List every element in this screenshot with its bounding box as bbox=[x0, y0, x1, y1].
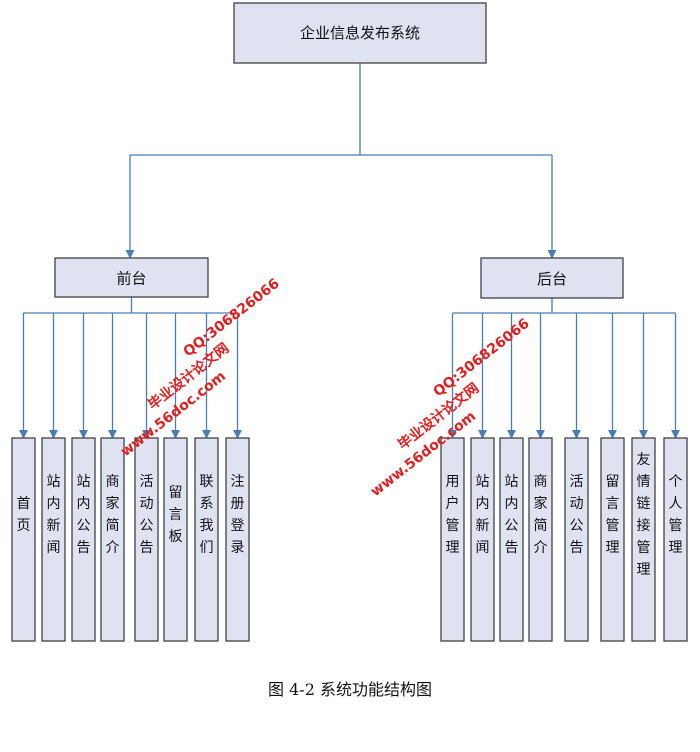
leaf-label: 留言板 bbox=[169, 485, 183, 545]
leaf-label: 站内公告 bbox=[77, 474, 91, 556]
root-box bbox=[233, 2, 487, 64]
leaf-box bbox=[470, 437, 495, 642]
root-label: 企业信息发布系统 bbox=[300, 24, 420, 42]
figure-caption: 图 4-2 系统功能结构图 bbox=[268, 680, 432, 699]
watermark-qq: QQ:306826066 bbox=[431, 316, 533, 401]
leaf-label: 联系我们 bbox=[200, 474, 214, 556]
leaf-box bbox=[600, 437, 625, 642]
leaf-box bbox=[163, 437, 188, 642]
leaf-label: 个人管理 bbox=[669, 474, 683, 556]
leaf-box bbox=[134, 437, 159, 642]
leaf-label: 友情链接管理 bbox=[637, 452, 651, 578]
leaf-box bbox=[528, 437, 553, 642]
leaf-box bbox=[631, 437, 656, 642]
leaf-label: 站内公告 bbox=[505, 474, 519, 556]
leaf-box bbox=[194, 437, 219, 642]
leaf-box bbox=[11, 437, 36, 642]
leaf-label: 用户管理 bbox=[446, 474, 460, 556]
branch-label-frontend: 前台 bbox=[116, 270, 146, 288]
connector-lines bbox=[18, 63, 681, 439]
leaf-box bbox=[440, 437, 465, 642]
leaf-box bbox=[663, 437, 688, 642]
leaf-box bbox=[499, 437, 524, 642]
leaf-label: 商家简介 bbox=[106, 474, 120, 556]
leaf-box bbox=[100, 437, 125, 642]
leaf-label: 站内新闻 bbox=[47, 474, 61, 556]
leaf-box bbox=[225, 437, 250, 642]
leaf-label: 站内新闻 bbox=[476, 474, 490, 556]
leaf-label: 留言管理 bbox=[606, 474, 620, 556]
branch-label-backend: 后台 bbox=[537, 270, 567, 288]
leaf-box bbox=[71, 437, 96, 642]
branch-box-frontend bbox=[54, 257, 209, 298]
leaf-label: 活动公告 bbox=[570, 474, 584, 556]
leaf-label: 首页 bbox=[17, 496, 31, 534]
leaf-label: 活动公告 bbox=[140, 474, 154, 556]
leaf-box bbox=[564, 437, 589, 642]
leaf-box bbox=[41, 437, 66, 642]
branch-box-backend bbox=[480, 257, 624, 299]
leaf-label: 注册登录 bbox=[231, 474, 245, 556]
leaf-label: 商家简介 bbox=[534, 474, 548, 556]
